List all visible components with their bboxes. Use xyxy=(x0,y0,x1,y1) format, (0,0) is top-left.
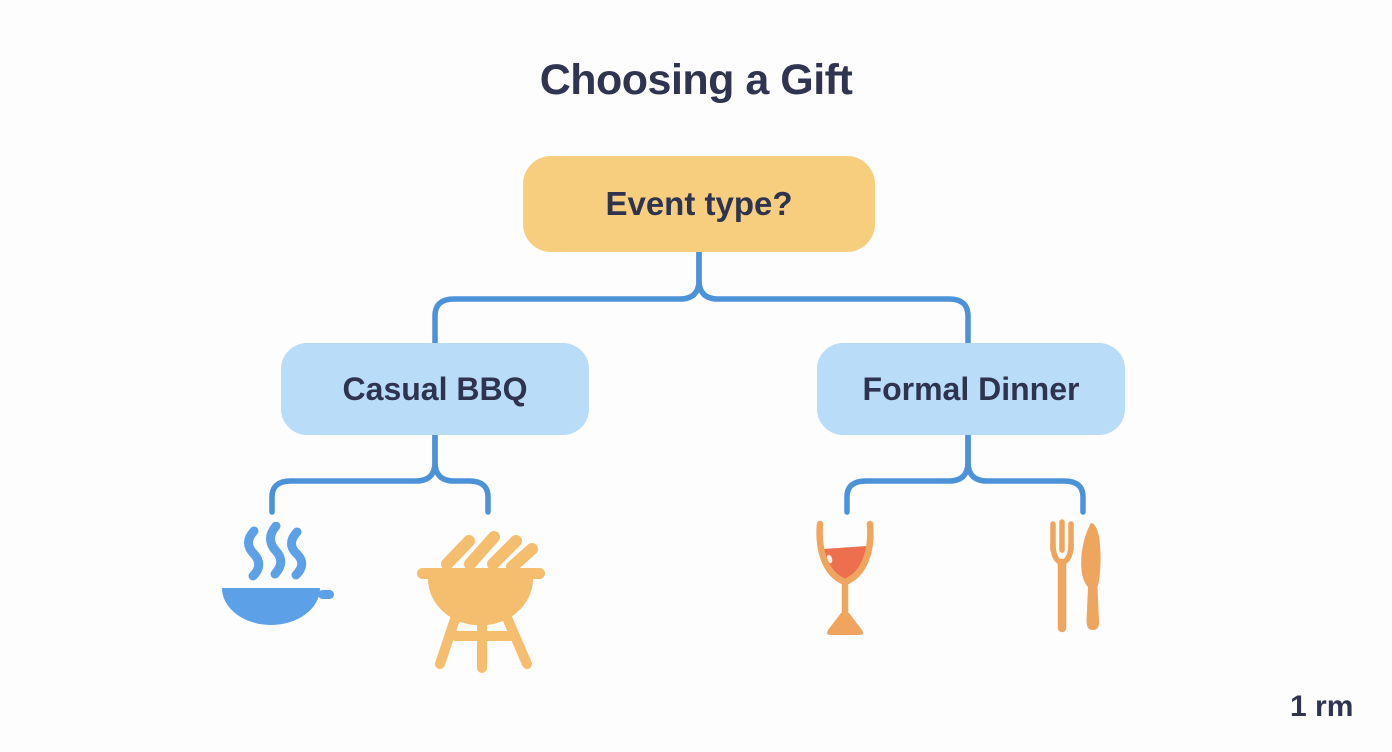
watermark-text: 1 rm xyxy=(1290,690,1354,723)
branch-node-formal-dinner: Formal Dinner xyxy=(817,343,1125,435)
grill-legs xyxy=(435,608,532,673)
branch-node-label: Casual BBQ xyxy=(342,370,528,407)
connector-bbq-right xyxy=(432,432,491,515)
connector-dinner-left xyxy=(844,432,971,515)
glass-foot xyxy=(827,613,863,635)
root-node-event-type: Event type? xyxy=(523,156,875,252)
glass-outline xyxy=(816,520,874,621)
branch-node-label: Formal Dinner xyxy=(862,370,1080,407)
grill-food-skewers xyxy=(441,531,538,573)
grill-strokes xyxy=(435,531,538,673)
connector-root-left xyxy=(432,249,702,346)
steaming-bowl-icon xyxy=(222,522,334,625)
connector-root-right xyxy=(696,249,971,346)
bbq-grill-icon xyxy=(417,531,545,673)
connector-bbq-left xyxy=(269,432,438,515)
fork xyxy=(1050,519,1074,633)
bowl-body xyxy=(222,588,334,625)
connector-dinner-right xyxy=(965,432,1086,515)
steam-lines xyxy=(244,522,307,581)
diagram-title: Choosing a Gift xyxy=(539,56,853,104)
fork-and-knife-icon xyxy=(1050,519,1101,633)
root-node-label: Event type? xyxy=(605,185,793,222)
wine-glass-icon xyxy=(816,520,874,635)
grill-bowl xyxy=(417,568,545,626)
fork-tines xyxy=(1050,519,1074,566)
branch-node-casual-bbq: Casual BBQ xyxy=(281,343,589,435)
knife xyxy=(1081,523,1101,630)
